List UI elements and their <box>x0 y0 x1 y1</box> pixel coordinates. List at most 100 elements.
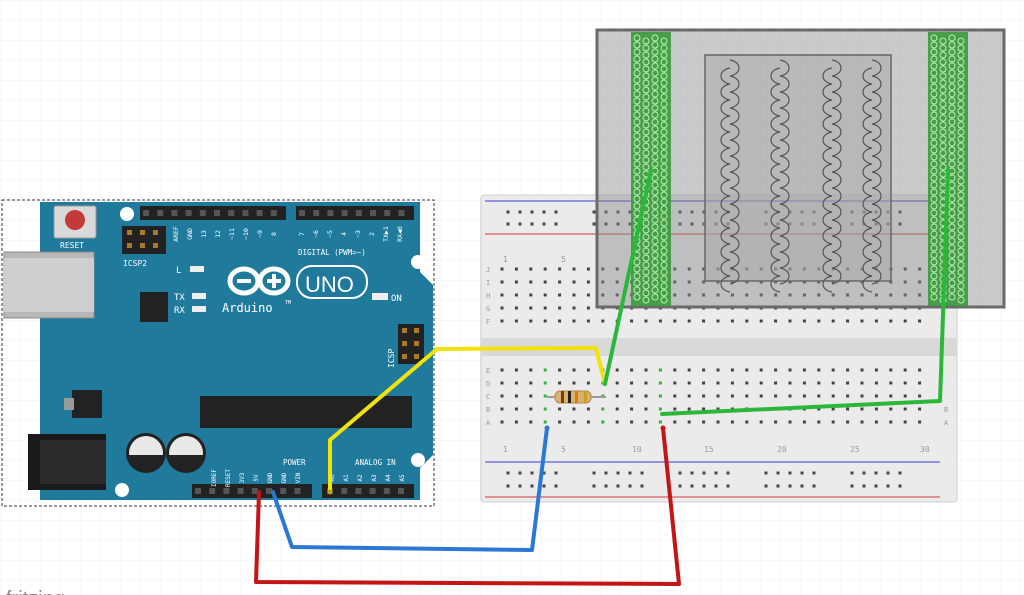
sensor-contact <box>651 104 659 112</box>
sensor-contact <box>642 296 650 304</box>
sensor-contact <box>642 58 650 66</box>
sensor-contact <box>642 282 650 290</box>
icsp-label: ICSP <box>387 349 396 368</box>
breadboard-hole <box>601 407 605 411</box>
breadboard-hole <box>860 381 864 385</box>
sensor-contact <box>651 160 659 168</box>
breadboard-hole <box>918 381 922 385</box>
sensor-contact <box>651 118 659 126</box>
breadboard-hole <box>558 293 562 297</box>
breadboard-hole <box>500 420 504 424</box>
rail-hole <box>812 471 816 475</box>
breadboard-hole <box>759 381 763 385</box>
breadboard-hole <box>802 420 806 424</box>
breadboard-hole <box>716 293 720 297</box>
breadboard-hole <box>673 280 677 284</box>
breadboard-hole <box>529 407 533 411</box>
breadboard-hole <box>687 319 691 323</box>
sensor-contact <box>651 265 659 273</box>
sensor-contact <box>642 142 650 150</box>
breadboard-hole <box>759 420 763 424</box>
rail-hole <box>702 210 706 214</box>
breadboard-hole <box>860 319 864 323</box>
sensor-contact <box>948 237 956 245</box>
row-letter-h: H <box>486 292 490 300</box>
breadboard-hole <box>889 293 893 297</box>
sensor-contact <box>957 128 965 136</box>
sensor-contact <box>660 184 668 192</box>
header-pin <box>256 210 263 216</box>
uno-badge <box>296 265 368 299</box>
breadboard-hole <box>630 420 634 424</box>
sensor-contact <box>651 76 659 84</box>
sensor-contact <box>651 279 659 287</box>
rail-hole <box>800 471 804 475</box>
sensor-contact <box>957 93 965 101</box>
digital-pin-label: 13 <box>200 230 208 238</box>
breadboard-hole <box>615 420 619 424</box>
breadboard-hole <box>702 407 706 411</box>
breadboard-hole <box>889 394 893 398</box>
sensor-contact <box>948 83 956 91</box>
sensor-contact <box>930 97 938 105</box>
sensor-contact <box>930 160 938 168</box>
breadboard-hole <box>759 280 763 284</box>
sensor-contact <box>957 296 965 304</box>
sensor-contact <box>948 146 956 154</box>
rail-hole <box>628 471 632 475</box>
sensor-contact <box>939 58 947 66</box>
sensor-contact <box>642 72 650 80</box>
header-pin <box>157 210 164 216</box>
breadboard-hole <box>601 280 605 284</box>
sensor-contact <box>651 195 659 203</box>
led-l <box>190 266 204 272</box>
rail-hole <box>616 471 620 475</box>
sensor-contact <box>651 97 659 105</box>
led-on-label: ON <box>391 294 402 304</box>
breadboard-hole <box>730 293 734 297</box>
resistor <box>547 390 606 404</box>
sensor-contact <box>939 86 947 94</box>
breadboard-hole <box>529 267 533 271</box>
sensor-contact <box>957 219 965 227</box>
digital-pin-label: ~10 <box>242 228 250 240</box>
breadboard-hole <box>903 280 907 284</box>
row-letter-g: G <box>486 305 490 313</box>
sensor-contact <box>957 268 965 276</box>
sensor-contact <box>660 86 668 94</box>
sensor-contact <box>660 212 668 220</box>
breadboard-hole <box>543 394 547 398</box>
reset-button-cap[interactable] <box>65 210 85 230</box>
sensor-contact <box>660 107 668 115</box>
sensor-contact <box>957 261 965 269</box>
sensor-contact <box>957 156 965 164</box>
breadboard-hole <box>558 267 562 271</box>
sensor-contact <box>642 121 650 129</box>
header-pin <box>341 210 348 216</box>
sensor-contact <box>948 55 956 63</box>
sensor-contact <box>651 251 659 259</box>
sensor-contact <box>642 289 650 297</box>
sensor-contact <box>651 174 659 182</box>
led-on <box>372 293 388 300</box>
sensor-contact <box>660 135 668 143</box>
sensor-contact <box>948 132 956 140</box>
breadboard-hole <box>644 394 648 398</box>
breadboard-hole <box>730 381 734 385</box>
sensor-contact <box>642 149 650 157</box>
rail-hole <box>776 484 780 488</box>
rail-hole <box>604 222 608 226</box>
rail-hole <box>702 471 706 475</box>
breadboard-hole <box>630 368 634 372</box>
sensor-contact <box>930 34 938 42</box>
power-pin-label: 5V <box>253 474 260 482</box>
sensor-contact <box>930 132 938 140</box>
sensor-contact <box>651 34 659 42</box>
rail-hole <box>898 210 902 214</box>
rail-hole <box>726 471 730 475</box>
sensor-contact <box>930 258 938 266</box>
sensor-contact <box>948 279 956 287</box>
sensor-contact <box>930 111 938 119</box>
breadboard-hole <box>558 368 562 372</box>
